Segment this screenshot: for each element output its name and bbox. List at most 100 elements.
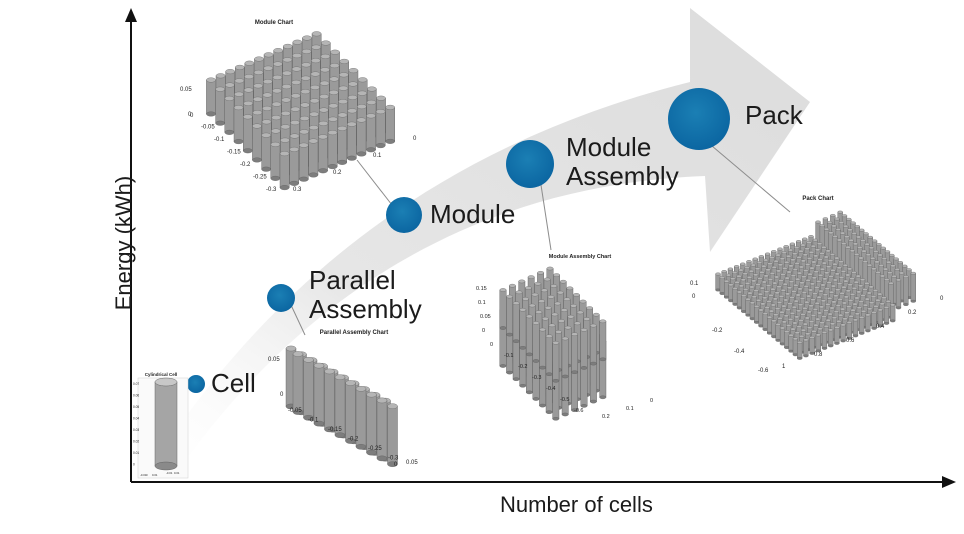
cylinder-top: [509, 283, 516, 288]
cylinder-base: [499, 364, 507, 368]
cylinder-body: [736, 291, 743, 309]
cylinder-top: [279, 151, 290, 157]
cylinder-top: [792, 252, 798, 256]
cylinder-top: [573, 293, 580, 297]
cylinder-top: [366, 86, 377, 92]
cylinder-top: [823, 255, 829, 259]
cylinder-top: [850, 293, 856, 296]
cylinder-body: [754, 306, 760, 323]
cylinder-base: [299, 176, 309, 182]
cylinder-top: [531, 292, 539, 297]
module-assembly-x-tick: -0.2: [518, 364, 527, 370]
cylinder-top: [225, 69, 236, 75]
cylinder-top: [338, 85, 349, 91]
cylinder-top: [810, 314, 817, 317]
cylinder-top: [848, 238, 854, 242]
cylinder-top: [815, 220, 821, 224]
module-x-tick: -0.15: [227, 150, 241, 156]
cylinder-top: [829, 253, 836, 256]
cylinder-top: [832, 235, 838, 238]
cylinder-base: [771, 335, 777, 339]
cylinder-top: [547, 295, 555, 299]
cylinder-top: [825, 249, 831, 253]
cylinder-top: [800, 259, 807, 263]
cylinder-base: [506, 332, 513, 337]
stage-label-module: Module: [430, 199, 516, 229]
cylinder-base: [797, 357, 803, 360]
cell-cylinder-top: [154, 377, 178, 387]
cylinder-top: [862, 260, 868, 264]
cylinder-top: [499, 288, 507, 292]
cylinder-top: [780, 273, 786, 276]
cylinder-top: [837, 298, 843, 301]
cylinder-base: [580, 366, 588, 370]
cylinder-top: [899, 271, 905, 275]
cylinder-body: [821, 332, 828, 349]
stage-label-parallel-line2: Assembly: [309, 294, 422, 324]
cylinder-top: [808, 250, 815, 254]
cylinder-top: [749, 285, 755, 289]
cylinder-base: [552, 379, 560, 383]
x-axis-title: Number of cells: [500, 492, 653, 517]
parallel-x-tick: -0.25: [368, 446, 382, 452]
cylinder-top: [319, 80, 330, 86]
cylinder-top: [840, 323, 846, 327]
cylinder-top: [809, 266, 815, 270]
cylinder-base: [732, 303, 738, 306]
cylinder-base: [545, 372, 553, 376]
stage-label-parallel-assembly: Parallel Assembly: [309, 266, 422, 324]
cylinder-body: [599, 321, 607, 360]
cylinder-top: [733, 265, 740, 268]
cylinder-top: [291, 93, 301, 99]
cylinder-top: [851, 271, 857, 274]
cylinder-top: [836, 238, 843, 242]
cylinder-top: [810, 298, 816, 302]
cylinder-base: [506, 370, 513, 375]
cylinder-top: [858, 300, 864, 304]
cylinder-top: [757, 292, 764, 296]
cylinder-base: [292, 409, 304, 415]
cylinder-top: [783, 314, 789, 318]
cylinder-top: [894, 268, 900, 271]
cylinder-top: [318, 107, 329, 113]
cylinder-top: [832, 262, 838, 266]
cylinder-top: [767, 278, 774, 281]
cylinder-top: [786, 286, 793, 290]
cylinder-top: [808, 288, 814, 292]
cylinder-top: [850, 221, 856, 225]
cylinder-top: [814, 301, 820, 305]
cylinder-top: [837, 282, 843, 286]
cylinder-top: [808, 304, 814, 308]
cylinder-top: [273, 48, 283, 54]
cylinder-top: [868, 285, 874, 289]
cylinder-base: [313, 420, 325, 427]
cylinder-top: [803, 338, 809, 342]
cylinder-top: [774, 275, 780, 279]
cylinder-top: [854, 253, 860, 256]
cylinder-body: [828, 329, 834, 347]
cylinder-top: [376, 95, 386, 101]
cylinder-top: [234, 91, 244, 97]
cylinder-base: [758, 324, 764, 328]
connector-parallel: [290, 304, 306, 336]
cylinder-top: [532, 321, 540, 325]
cylinder-top: [887, 271, 893, 275]
cylinder-body: [561, 338, 569, 377]
cylinder-top: [557, 290, 564, 295]
cylinder-top: [773, 313, 779, 317]
cylinder-top: [337, 125, 347, 131]
cylinder-top: [890, 264, 896, 268]
cylinder-top: [797, 287, 803, 291]
cylinder-top: [781, 304, 787, 308]
cylinder-base: [324, 426, 335, 433]
cylinder-top: [860, 278, 866, 282]
cylinder-base: [815, 349, 821, 353]
cylinder-top: [828, 259, 834, 263]
cylinder-top: [771, 265, 777, 269]
cylinder-top: [806, 310, 812, 314]
cylinder-top: [233, 105, 244, 111]
cylinder-top: [895, 278, 902, 282]
cylinder-top: [877, 292, 883, 296]
cylinder-top: [795, 240, 802, 243]
cylinder-top: [888, 281, 894, 285]
